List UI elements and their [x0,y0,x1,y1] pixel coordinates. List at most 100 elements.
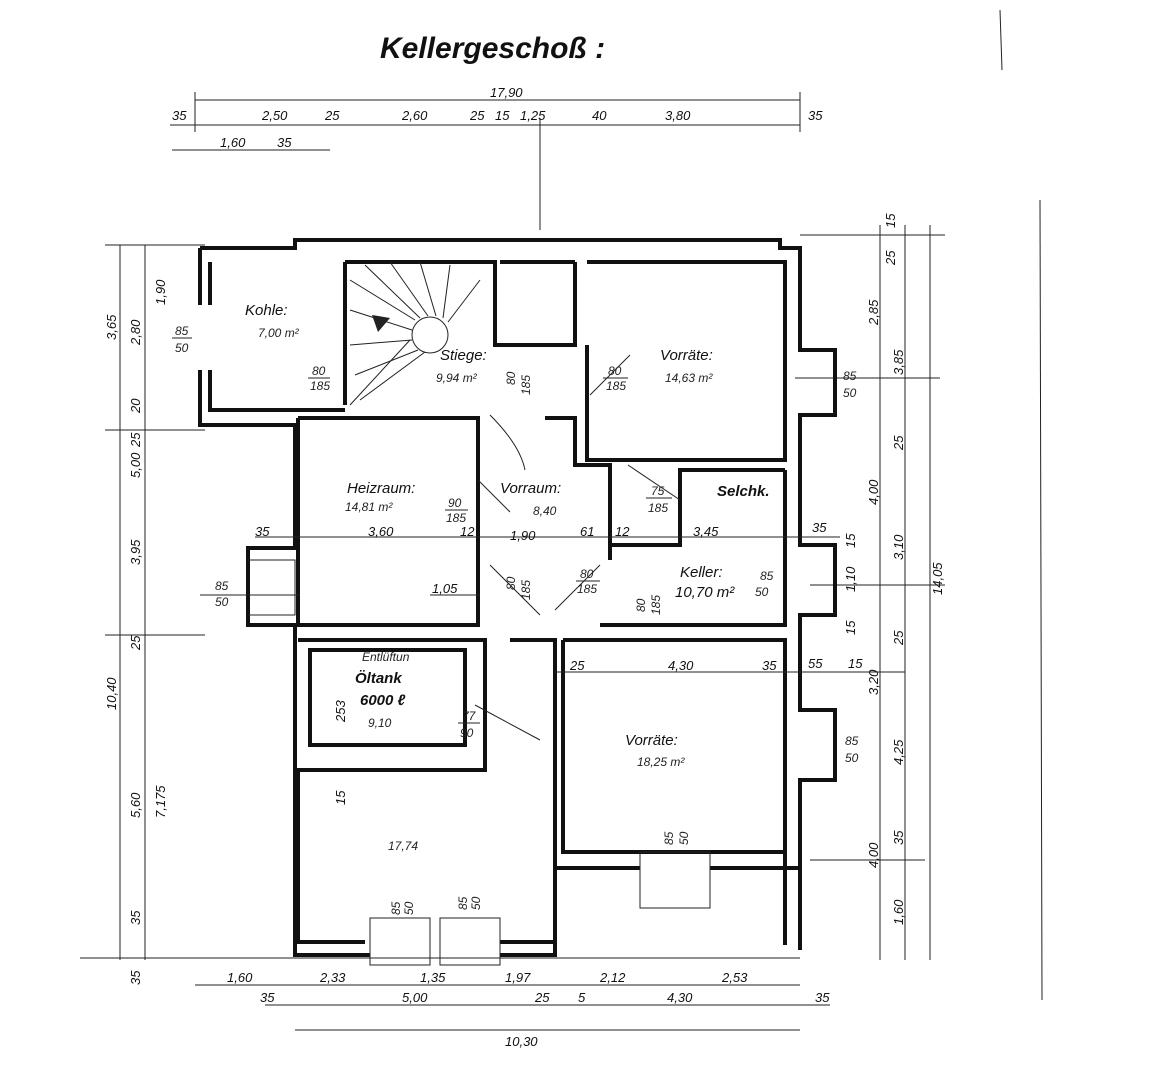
room-kohle-name: Kohle: [245,302,288,319]
plan-title: Kellergeschoß : [380,32,605,65]
svg-text:35: 35 [812,520,827,535]
room-stiege-name: Stiege: [440,347,487,364]
svg-text:25: 25 [128,635,143,651]
svg-text:50: 50 [755,585,769,599]
svg-text:5,60: 5,60 [128,792,143,818]
room-vorraete-bottom-name: Vorräte: [625,732,678,749]
svg-text:15: 15 [843,620,858,635]
svg-text:7,175: 7,175 [153,785,168,818]
svg-text:35: 35 [762,658,777,673]
svg-text:85: 85 [389,901,403,915]
svg-text:3,60: 3,60 [368,524,394,539]
svg-text:4,25: 4,25 [891,739,906,765]
svg-text:14,05: 14,05 [930,562,945,595]
room-heizraum-area: 14,81 m² [345,500,393,514]
svg-text:85: 85 [760,569,774,583]
svg-text:185: 185 [577,582,597,596]
svg-text:50: 50 [175,341,189,355]
room-keller-area: 10,70 m² [675,584,735,601]
dim-top: 35 [277,135,292,150]
svg-text:50: 50 [469,896,483,910]
svg-text:185: 185 [519,580,533,600]
room-oeltank-size: 9,10 [368,716,392,730]
walls [198,238,837,966]
svg-text:35: 35 [255,524,270,539]
room-kohle-area: 7,00 m² [258,326,300,340]
svg-text:77: 77 [462,709,477,723]
svg-text:20: 20 [128,398,143,414]
svg-text:85: 85 [845,734,859,748]
dim-bottom: 35 [815,990,830,1005]
room-17-area: 17,74 [388,839,418,853]
left-dimension-labels: 3,65 10,40 2,80 5,00 3,95 5,60 7,175 1,9… [104,279,168,985]
svg-text:2,80: 2,80 [128,319,143,346]
svg-text:12: 12 [460,524,475,539]
svg-text:3,65: 3,65 [104,314,119,340]
room-vorraete-bottom-area: 18,25 m² [637,755,685,769]
dim-top: 2,50 [261,108,288,123]
svg-text:80: 80 [504,371,518,385]
svg-text:12: 12 [615,524,630,539]
svg-text:4,00: 4,00 [866,842,881,868]
svg-text:185: 185 [519,375,533,395]
svg-text:185: 185 [649,595,663,615]
svg-text:3,10: 3,10 [891,534,906,560]
svg-text:25: 25 [883,250,898,266]
room-heizraum-name: Heizraum: [347,480,415,497]
svg-text:80: 80 [580,567,594,581]
dim-bottom: 25 [534,990,550,1005]
svg-text:15: 15 [333,790,348,805]
room-vorraete-top-area: 14,63 m² [665,371,713,385]
svg-text:1,90: 1,90 [153,279,168,305]
top-dimension-labels: 17,90 35 2,50 25 2,60 25 15 1,25 40 3,80… [172,85,823,150]
svg-text:50: 50 [845,751,859,765]
svg-text:85: 85 [456,896,470,910]
svg-text:50: 50 [402,901,416,915]
svg-text:90: 90 [460,726,474,740]
svg-text:61: 61 [580,524,594,539]
dim-bottom: 2,53 [721,970,748,985]
dim-top: 40 [592,108,607,123]
dim-total-bottom: 10,30 [505,1034,538,1049]
stair-spiral [349,261,481,401]
dim-top: 25 [324,108,340,123]
svg-text:25: 25 [891,435,906,451]
svg-text:3,45: 3,45 [693,524,719,539]
dim-bottom: 5 [578,990,586,1005]
svg-text:25: 25 [569,658,585,673]
page-edge-marks [999,9,1043,1001]
svg-text:3,20: 3,20 [866,669,881,695]
oeltank-entlueftung: Entlüftun [362,650,410,664]
svg-text:80: 80 [312,364,326,378]
svg-text:1,10: 1,10 [843,566,858,592]
svg-text:50: 50 [677,831,691,845]
dim-top: 15 [495,108,510,123]
dim-total-top: 17,90 [490,85,523,100]
opening-labels: 85 50 80 185 80 185 80 185 90 185 75 185… [172,324,859,915]
dim-bottom: 35 [260,990,275,1005]
svg-text:50: 50 [215,595,229,609]
svg-text:2,85: 2,85 [866,299,881,326]
svg-text:15: 15 [883,213,898,228]
svg-text:85: 85 [175,324,189,338]
svg-text:3,85: 3,85 [891,349,906,375]
dim-bottom: 1,60 [227,970,253,985]
room-labels: Kohle: 7,00 m² Stiege: 9,94 m² Vorräte: … [245,302,770,853]
room-vorraum-area: 8,40 [533,504,557,518]
svg-text:3,95: 3,95 [128,539,143,565]
dim-top: 3,80 [665,108,691,123]
svg-text:185: 185 [310,379,330,393]
svg-text:35: 35 [891,830,906,845]
dimension-lines [80,92,945,1031]
svg-text:25: 25 [128,432,143,448]
svg-text:35: 35 [128,910,143,925]
svg-text:1,60: 1,60 [891,899,906,925]
bottom-dimension-labels: 1,60 2,33 1,35 1,97 2,12 2,53 35 5,00 25… [227,970,830,1049]
inner-dimension-labels: 3,60 35 1,90 12 61 12 3,45 35 1,05 25 4,… [200,520,840,805]
svg-text:35: 35 [128,970,143,985]
svg-text:55: 55 [808,656,823,671]
dim-top: 2,60 [401,108,428,123]
svg-text:185: 185 [446,511,466,525]
dim-bottom: 2,12 [599,970,626,985]
room-oeltank-name: Öltank [355,670,402,687]
